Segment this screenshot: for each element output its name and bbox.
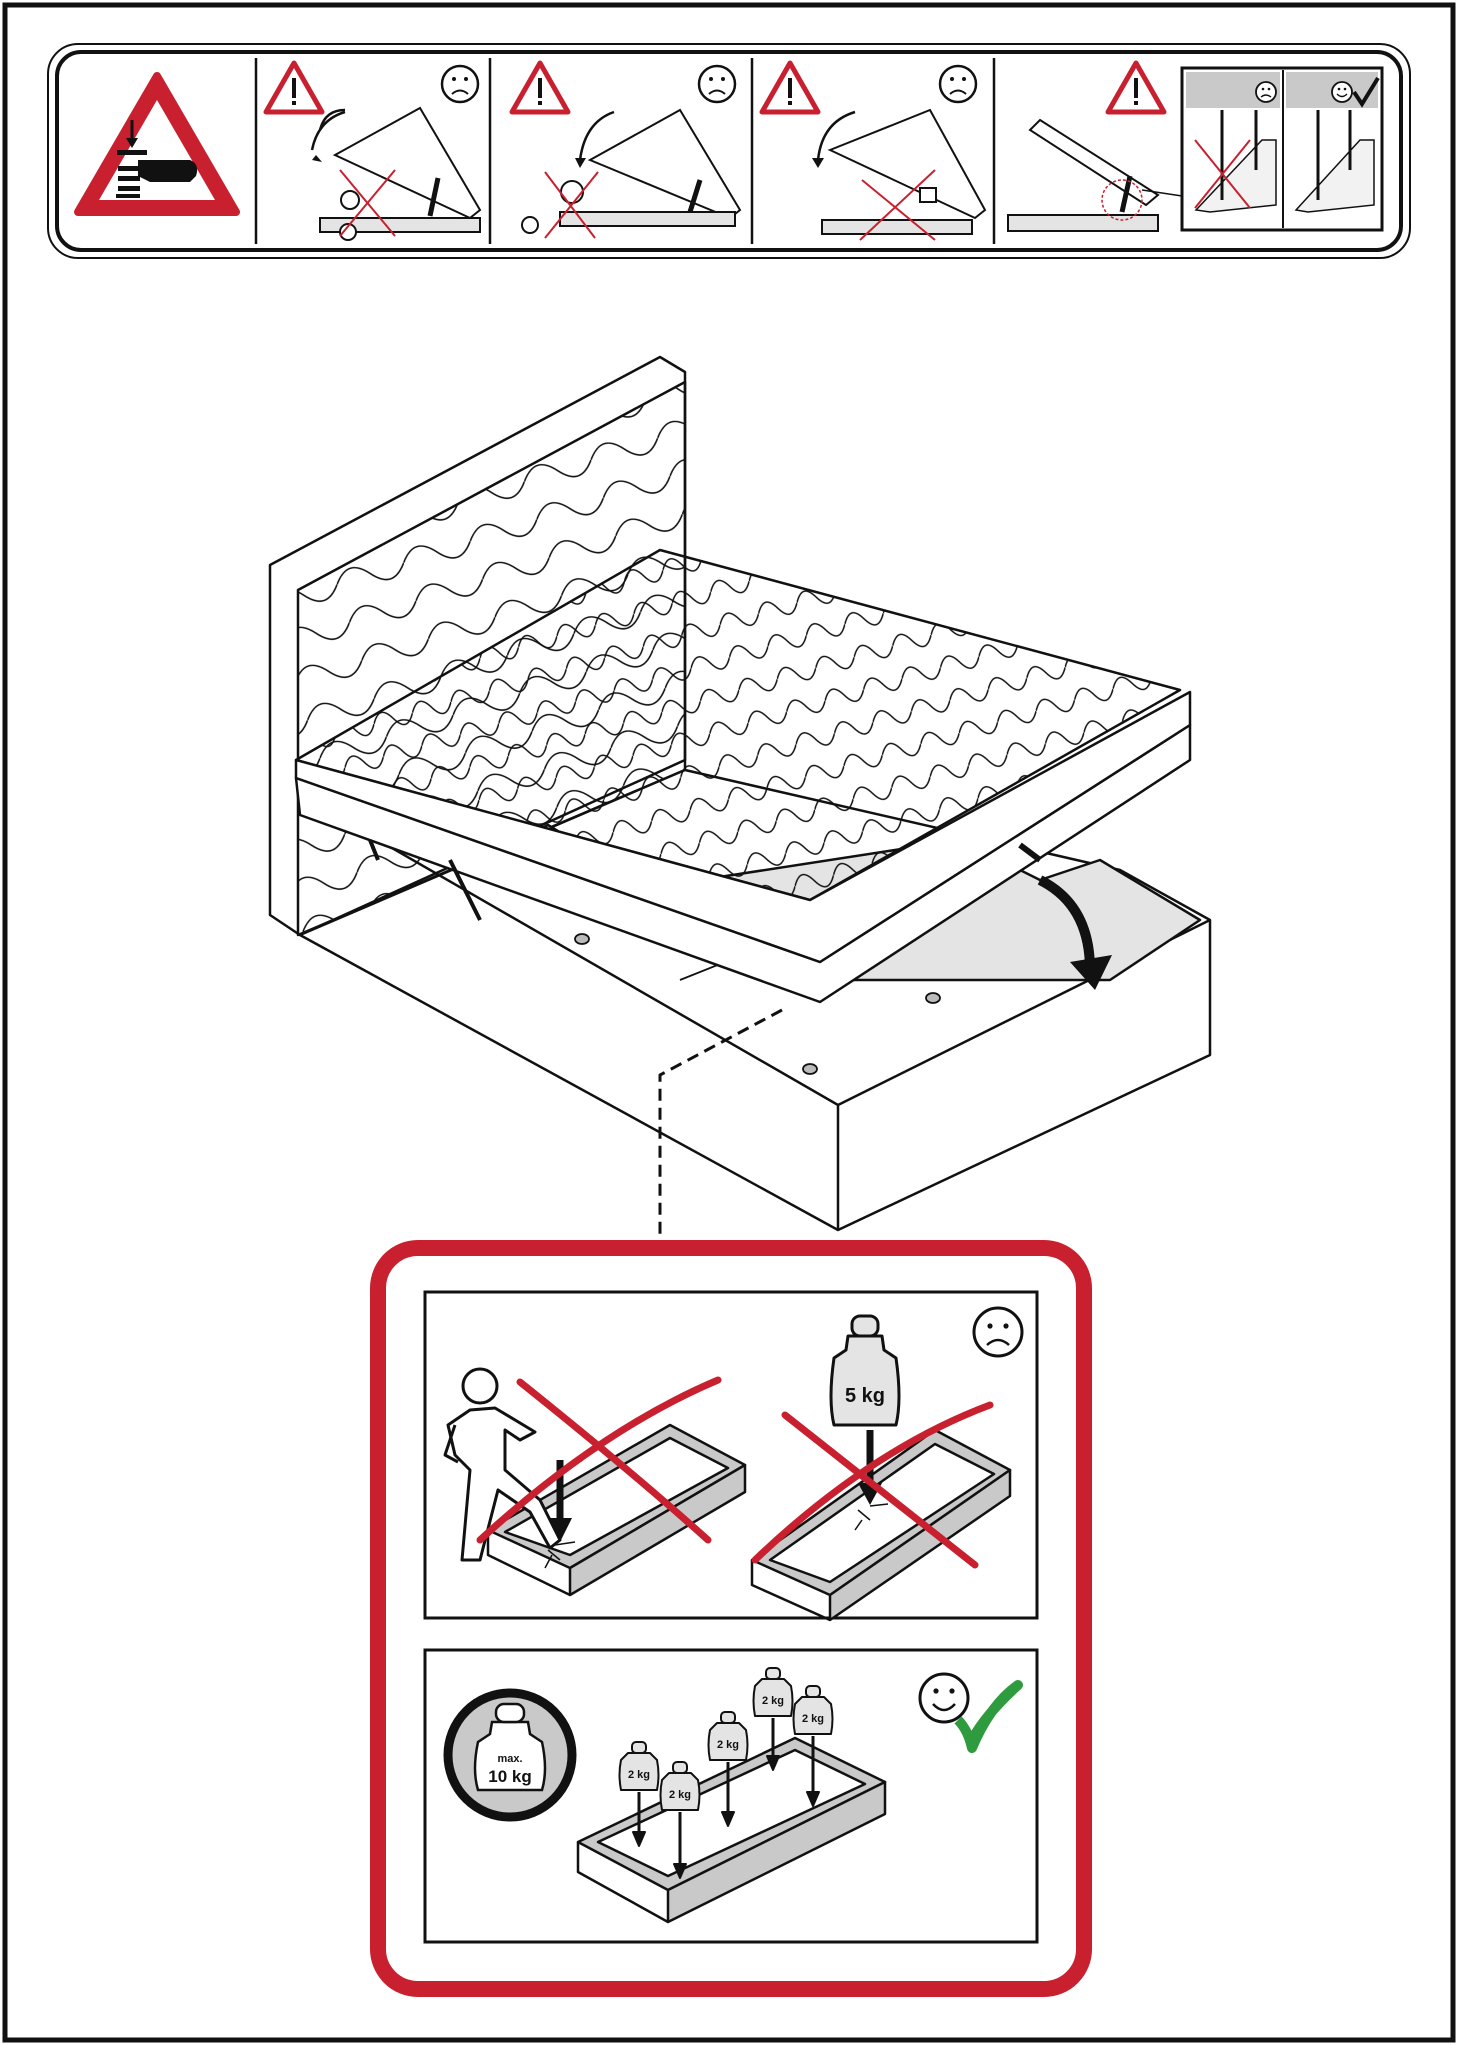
weight-label: 2 kg	[669, 1789, 691, 1801]
weight-label: 2 kg	[802, 1713, 824, 1725]
cross-out-icon	[476, 1376, 722, 1544]
good-usage-panel: max. 10 kg	[423, 1648, 1039, 1944]
weight-label: 2 kg	[762, 1695, 784, 1707]
max-value: 10 kg	[488, 1767, 531, 1786]
check-mark-icon	[954, 1680, 1023, 1753]
warning-triangle-icon	[263, 60, 325, 115]
cross-out-icon	[1194, 139, 1251, 209]
sad-face-icon	[972, 1306, 1024, 1358]
warning-panel-child-under-lid	[263, 60, 482, 241]
warning-triangle-icon	[1105, 60, 1167, 115]
warning-strip-frame	[55, 50, 1403, 252]
storage-bed-illustration	[268, 355, 1212, 1248]
sad-face-icon	[1255, 81, 1277, 103]
bad-usage-panel: 5 kg	[423, 1290, 1039, 1622]
check-mark-icon	[1352, 76, 1380, 108]
warning-panel-gas-strut	[1007, 60, 1384, 232]
sad-face-icon	[938, 64, 978, 104]
max-weight-badge: max. 10 kg	[443, 1688, 577, 1822]
weight-icon	[752, 1667, 794, 1771]
warning-triangle-icon	[759, 60, 821, 115]
down-arrow-icon	[1037, 875, 1095, 971]
happy-face-icon	[1331, 81, 1353, 103]
sad-face-icon	[697, 64, 737, 104]
warning-strip-outline	[47, 43, 1411, 259]
weight-label: 5 kg	[845, 1385, 885, 1407]
weight-icon	[707, 1711, 749, 1827]
max-label: max.	[497, 1753, 522, 1765]
warning-triangle-icon	[509, 60, 571, 115]
pinch-hazard-icon	[74, 72, 240, 216]
sad-face-icon	[440, 64, 480, 104]
weight-icon	[659, 1761, 701, 1879]
cross-out-icon	[751, 1401, 994, 1569]
small-weights	[618, 1667, 834, 1879]
weight-icon	[792, 1685, 834, 1807]
person-stepping-figure	[443, 1367, 562, 1562]
weight-label: 2 kg	[717, 1739, 739, 1751]
happy-face-icon	[918, 1672, 970, 1724]
storage-tray	[750, 1428, 1012, 1622]
warning-strip	[47, 43, 1411, 259]
cross-out-icon	[859, 169, 936, 241]
weight-label: 2 kg	[628, 1769, 650, 1781]
warning-panel-toddler-under-lid	[509, 60, 742, 239]
weight-icon	[829, 1314, 901, 1427]
cross-out-icon	[339, 169, 396, 237]
cross-out-icon	[544, 171, 599, 239]
warning-panel-hand-under-lid	[759, 60, 987, 241]
weight-icon	[618, 1741, 660, 1847]
